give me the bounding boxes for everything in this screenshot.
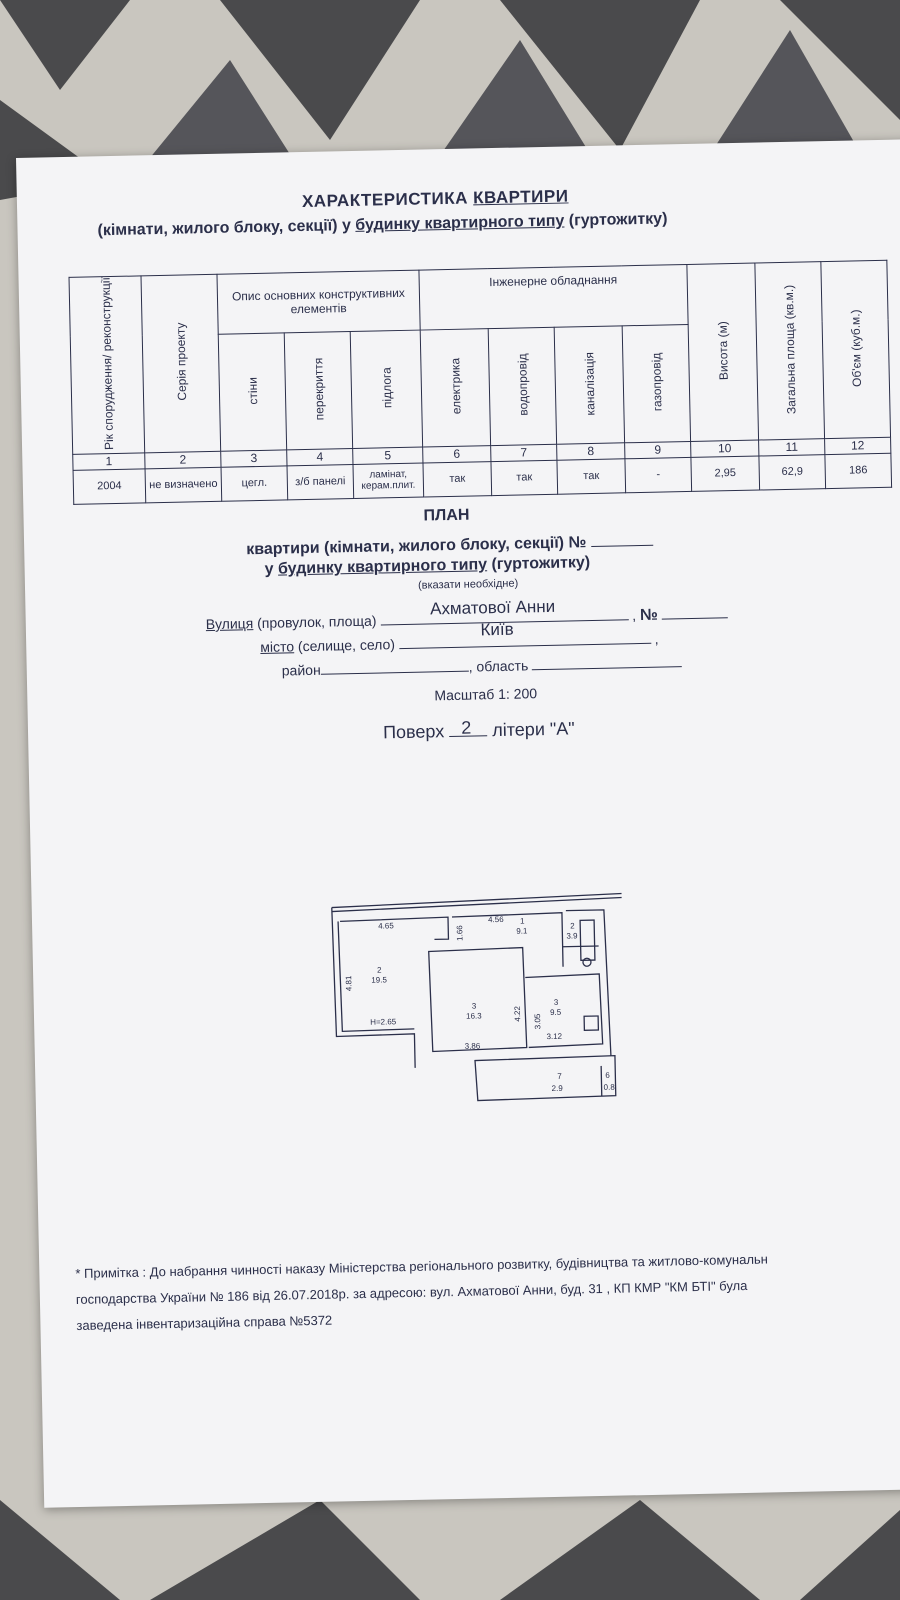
svg-text:H=2.65: H=2.65 (370, 1017, 397, 1027)
svg-text:1.66: 1.66 (455, 925, 464, 941)
svg-text:3: 3 (472, 1002, 477, 1011)
floor-plan-drawing: 4.65 4.56 1 9.1 2 3.9 1.66 4.81 2 19.5 H… (331, 892, 622, 1102)
svg-text:2: 2 (570, 921, 575, 930)
svg-text:19.5: 19.5 (371, 975, 387, 984)
floor-row: Поверх 2 літери "А" (382, 717, 575, 743)
group-engineering: Інженерне обладнання (418, 264, 689, 330)
svg-text:1: 1 (520, 917, 525, 926)
floor-plan: 4.65 4.56 1 9.1 2 3.9 1.66 4.81 2 19.5 H… (321, 885, 646, 1127)
svg-text:0.8: 0.8 (603, 1083, 615, 1092)
svg-text:4.56: 4.56 (488, 915, 504, 924)
scale-text: Масштаб 1: 200 (434, 685, 538, 704)
svg-text:4.81: 4.81 (344, 975, 353, 991)
svg-text:16.3: 16.3 (466, 1011, 482, 1020)
col-floors: перекриття (310, 357, 327, 421)
city-value: Київ (480, 619, 514, 640)
characteristics-table: Рік спорудження/ реконструкції Серія про… (69, 260, 893, 505)
col-water: водопровід (514, 353, 531, 416)
city-row: місто (селище, село) Київ , (260, 619, 659, 655)
svg-text:4.65: 4.65 (378, 921, 394, 930)
note-line3: заведена інвентаризаційна справа №5372 (76, 1312, 333, 1333)
col-series: Серія проекту (172, 322, 189, 402)
plan-line1: квартири (кімнати, жилого блоку, секції)… (246, 530, 653, 560)
district-row: район, область (282, 652, 683, 679)
svg-text:3.05: 3.05 (533, 1013, 542, 1029)
svg-text:2.9: 2.9 (552, 1084, 564, 1093)
col-sewer: каналізація (581, 351, 598, 416)
document-subtitle: (кімнати, жилого блоку, секції) у будинк… (97, 210, 668, 240)
svg-text:3.86: 3.86 (465, 1041, 481, 1050)
svg-text:2: 2 (377, 966, 382, 975)
street-value: Ахматової Анни (429, 596, 556, 619)
col-area: Загальна площа (кв.м.) (781, 284, 799, 415)
document-title: ХАРАКТЕРИСТИКА КВАРТИРИ (301, 186, 569, 212)
svg-text:3.9: 3.9 (566, 931, 578, 940)
col-height: Висота (м) (715, 321, 731, 381)
col-walls: стіни (245, 376, 260, 405)
col-volume: Об'єм (куб.м.) (847, 309, 864, 387)
svg-text:3: 3 (554, 998, 559, 1007)
svg-text:9.5: 9.5 (550, 1008, 562, 1017)
plan-labels: 4.65 4.56 1 9.1 2 3.9 1.66 4.81 2 19.5 H… (344, 915, 615, 1093)
col-gas: газопровід (648, 352, 664, 412)
svg-text:6: 6 (605, 1071, 610, 1080)
svg-text:9.1: 9.1 (516, 926, 528, 935)
svg-text:4.22: 4.22 (513, 1005, 522, 1021)
plan-hint: (вказати необхідне) (417, 577, 519, 592)
col-year: Рік спорудження/ реконструкції (98, 277, 116, 451)
group-construct: Опис основних конструктивних елементів (216, 270, 421, 334)
col-electric: електрика (447, 357, 463, 415)
document-sheet: ХАРАКТЕРИСТИКА КВАРТИРИ (кімнати, жилого… (16, 139, 900, 1508)
svg-text:7: 7 (557, 1072, 562, 1081)
col-flooring: підлога (378, 367, 394, 409)
svg-text:3.12: 3.12 (546, 1032, 562, 1041)
plan-title: ПЛАН (423, 506, 470, 525)
